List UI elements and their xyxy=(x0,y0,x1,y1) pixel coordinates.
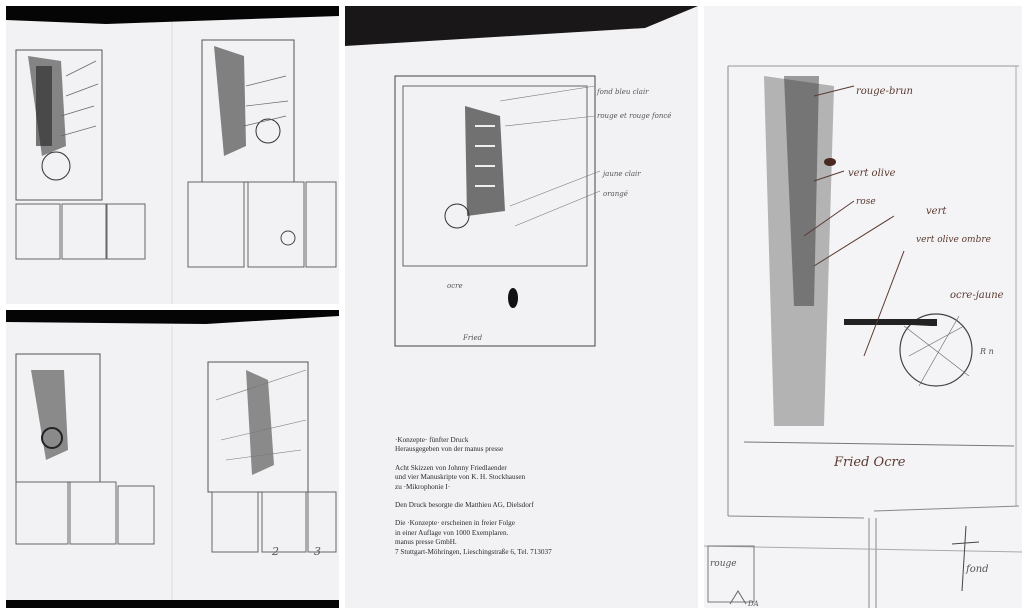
annotation-fond-bottom: fond xyxy=(965,564,989,575)
photo-top-left-spread xyxy=(6,6,339,304)
colophon-line: Herausgegeben von der manus presse xyxy=(395,445,504,454)
sketch-right-detail: rouge-brun vert olive rose vert vert oli… xyxy=(704,65,1022,608)
colophon-line: Acht Skizzen von Johnny Friedlaender xyxy=(395,463,507,472)
annotation-vert: vert xyxy=(926,206,947,217)
annotation-ocre-jaune: ocre-jaune xyxy=(950,290,1004,301)
sketch-spread-top xyxy=(6,6,339,304)
page-number-3: 3 xyxy=(314,545,321,558)
colophon-line: und vier Manuskripte von K. H. Stockhaus… xyxy=(395,473,526,482)
annotation-ocre: ocre xyxy=(447,282,463,290)
annotation-fond: fond bleu clair xyxy=(596,88,649,96)
photo-bottom-left-spread: 2 3 xyxy=(6,310,339,608)
annotation-da: DA xyxy=(747,600,759,608)
sketch-center: fond bleu clair rouge et rouge foncé jau… xyxy=(345,6,698,347)
annotation-rouge: rouge et rouge foncé xyxy=(597,112,671,120)
artist-signature: Fried Ocre xyxy=(833,455,906,470)
photo-center-colophon: fond bleu clair rouge et rouge foncé jau… xyxy=(345,6,698,608)
annotation-letters: R n xyxy=(979,347,994,356)
colophon-line: 7 Stuttgart-Möhringen, Lieschingstraße 6… xyxy=(395,547,552,556)
colophon-line: manus presse GmbH. xyxy=(395,538,457,547)
artist-signature-small: Fried xyxy=(462,334,483,342)
annotation-rose: rose xyxy=(856,197,876,207)
annotation-vert-olive-ombre: vert olive ombre xyxy=(916,235,991,245)
colophon-line: in einer Auflage von 1000 Exemplaren. xyxy=(395,528,509,537)
annotation-orange: orangé xyxy=(603,190,628,198)
colophon-line: Den Druck besorgte die Matthieu AG, Diel… xyxy=(395,501,534,510)
colophon-line: ·Konzepte· fünfter Druck xyxy=(395,436,469,444)
annotation-jaune: jaune clair xyxy=(601,170,641,178)
sketch-spread-bottom: 2 3 xyxy=(6,310,339,608)
annotation-vert-olive: vert olive xyxy=(848,168,896,179)
page-number-2: 2 xyxy=(271,545,279,558)
colophon-line: zu ·Mikrophonie I· xyxy=(395,482,451,491)
annotation-rouge-brun: rouge-brun xyxy=(856,86,913,97)
annotation-rouge-bottom: rouge xyxy=(710,559,737,569)
colophon-line: Die ·Konzepte· erscheinen in freier Folg… xyxy=(395,519,515,528)
photo-right-sketch-detail: rouge-brun vert olive rose vert vert oli… xyxy=(704,6,1022,608)
